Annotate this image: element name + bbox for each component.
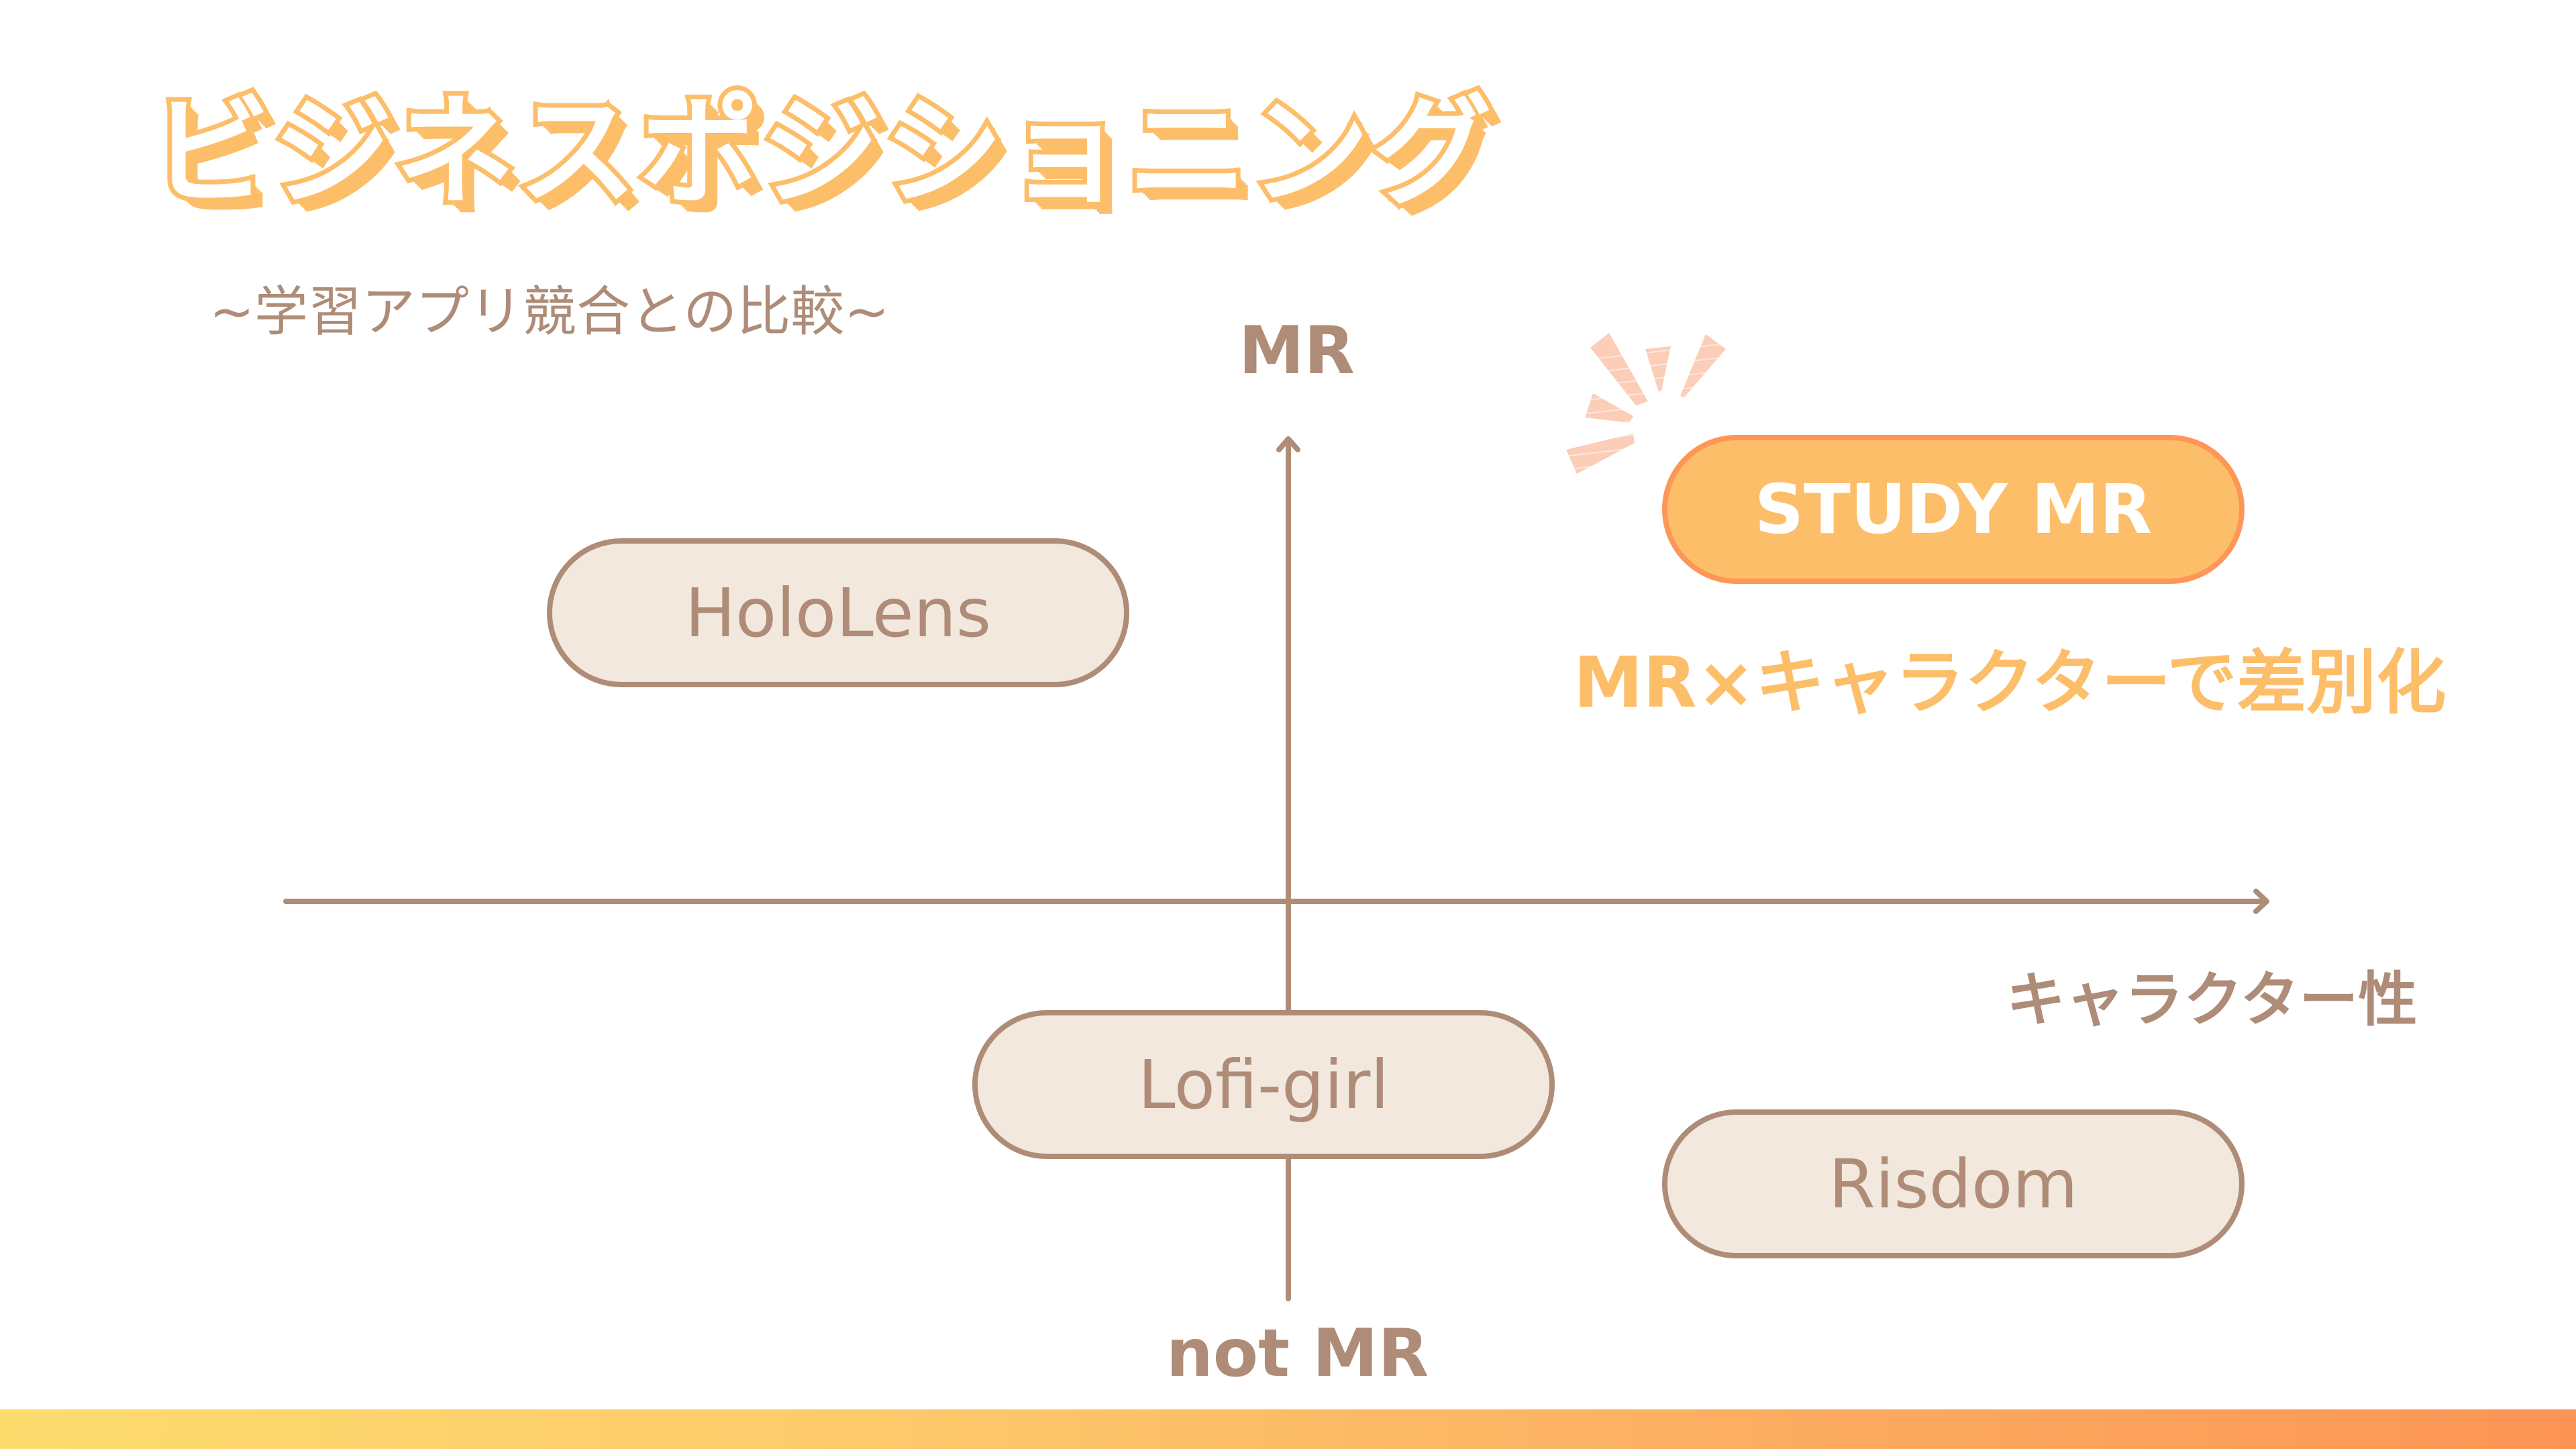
sparkle-ray xyxy=(1645,346,1671,392)
product-label: STUDY MR xyxy=(1754,469,2153,550)
sparkle-ray xyxy=(1566,434,1635,474)
competitor-lofi-girl: Lofi-girl xyxy=(972,1010,1555,1159)
product-study-mr: STUDY MR xyxy=(1662,435,2245,584)
differentiation-callout: MR×キャラクターで差別化 xyxy=(1574,642,2446,723)
sparkle-emphasis-icon xyxy=(1563,333,1739,474)
competitor-label: HoloLens xyxy=(684,573,992,652)
bottom-gradient-bar xyxy=(0,1409,2576,1449)
y-axis-arrowhead xyxy=(1276,436,1300,452)
y-axis-bottom-label: not MR xyxy=(1166,1315,1429,1392)
slide-title: ビジネスポジショニング xyxy=(146,78,1496,226)
sparkle-ray xyxy=(1585,393,1633,423)
competitor-label: Lofi-girl xyxy=(1137,1045,1390,1124)
y-axis-top-label: MR xyxy=(1239,313,1355,389)
x-axis-arrowhead xyxy=(2253,889,2269,914)
competitor-risdom: Risdom xyxy=(1662,1109,2245,1258)
competitor-label: Risdom xyxy=(1828,1144,2078,1223)
competitor-hololens: HoloLens xyxy=(547,538,1129,687)
slide-subtitle: ~学習アプリ競合との比較~ xyxy=(209,281,890,343)
sparkle-ray xyxy=(1680,334,1726,397)
x-axis-right-label: キャラクター性 xyxy=(2006,965,2418,1034)
